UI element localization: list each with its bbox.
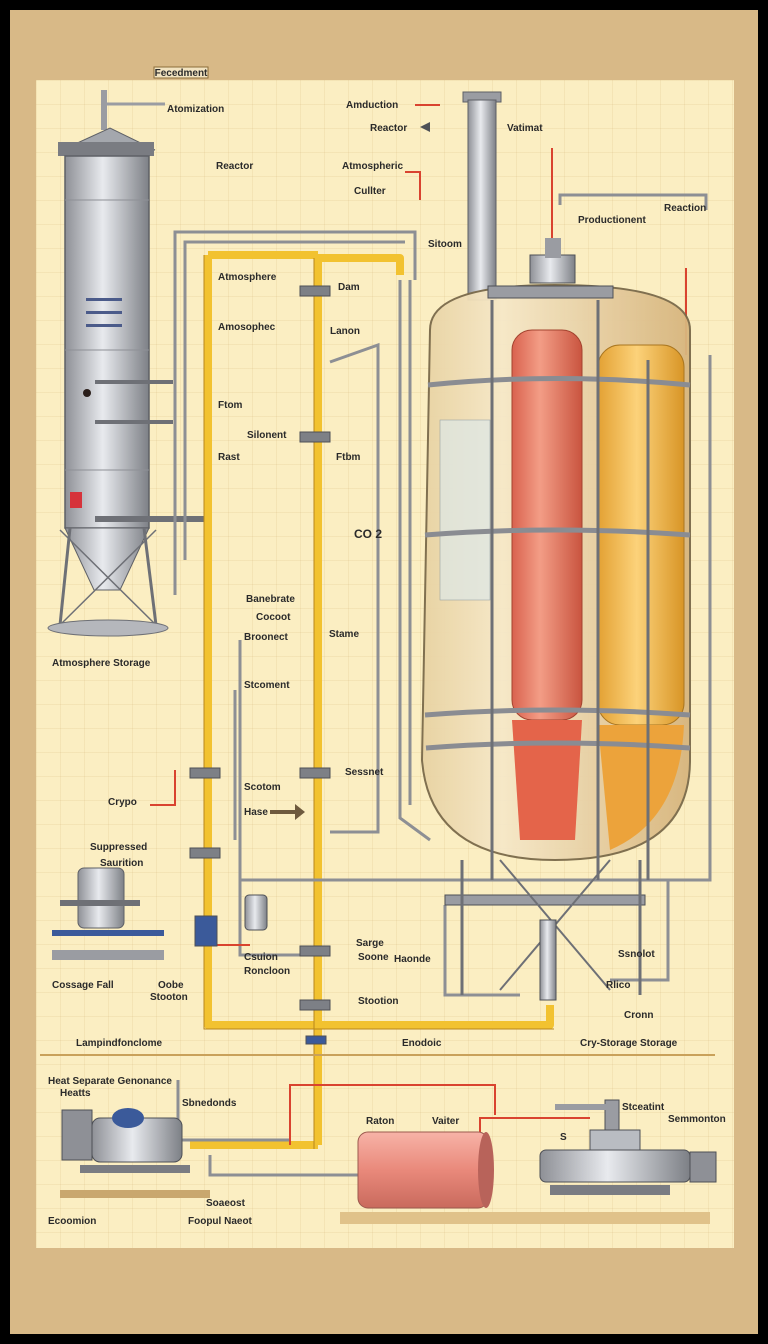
- label-heat-separate: Heat Separate Genonance: [48, 1076, 172, 1087]
- label-tower-top: Atomization: [167, 104, 224, 115]
- label-semmonton: Semmonton: [668, 1114, 726, 1125]
- title-tag-text: Fecedment: [155, 68, 208, 79]
- label-suppresented: Suppressed: [90, 842, 147, 853]
- label-co2: CO 2: [354, 527, 382, 541]
- pink-storage-tank: [340, 1131, 710, 1224]
- reactor-vessel: [420, 238, 691, 1001]
- yellow-pipe-network: [190, 251, 554, 1149]
- label-ftbm: Ftbm: [336, 452, 361, 463]
- label-ftom: Ftom: [218, 400, 243, 411]
- exhaust-stack: [462, 91, 502, 301]
- label-cossage-fall: Cossage Fall: [52, 980, 114, 991]
- label-hearth: Heatts: [60, 1088, 91, 1099]
- label-stceatint: Stceatint: [622, 1102, 665, 1113]
- pump-icon: [244, 894, 268, 931]
- label-production: Productionent: [578, 215, 646, 226]
- label-amduction: Amduction: [346, 100, 398, 111]
- pipe-flanges: [189, 285, 331, 1045]
- label-atmosphere-storage: Atmosphere Storage: [52, 658, 151, 669]
- arrow-left-icon: [420, 122, 430, 132]
- title-tag: [153, 66, 209, 79]
- label-oobe: Oobe: [158, 980, 184, 991]
- label-csuion: Csuion: [244, 952, 278, 963]
- label-cronn: Cronn: [624, 1010, 653, 1021]
- label-lampindfonctione: Lampindfonclome: [76, 1038, 163, 1049]
- label-banebrate: Banebrate: [246, 594, 295, 605]
- label-sbnedonds: Sbnedonds: [182, 1098, 237, 1109]
- label-lanon: Lanon: [330, 326, 360, 337]
- label-ssnolot: Ssnolot: [618, 949, 655, 960]
- label-stootion: Stootion: [358, 996, 399, 1007]
- label-amosphec: Amosophec: [218, 322, 276, 333]
- label-sessnet: Sessnet: [345, 767, 384, 778]
- label-stame: Stame: [329, 629, 359, 640]
- label-rest: Rast: [218, 452, 240, 463]
- label-stcomint: Stcoment: [244, 680, 290, 691]
- label-stooton: Stooton: [150, 992, 188, 1003]
- label-vaiter: Vaiter: [432, 1116, 459, 1127]
- label-reactor-arrow: Reactor: [370, 123, 407, 134]
- label-haonde: Haonde: [394, 954, 431, 965]
- label-sarge: Sarge: [356, 938, 384, 949]
- cossage-tank: [52, 867, 164, 960]
- red-signal-lines: [150, 104, 687, 1145]
- label-vatimat: Vatimat: [507, 123, 543, 134]
- transfer-pump: [539, 1099, 717, 1195]
- label-raton: Raton: [366, 1116, 394, 1127]
- label-atmospheric: Atmospheric: [342, 161, 404, 172]
- label-reaction: Reaction: [664, 203, 706, 214]
- label-soaeost: Soaeost: [206, 1198, 246, 1209]
- label-foopul-naeot: Foopul Naeot: [188, 1216, 253, 1227]
- label-reactor-left: Reactor: [216, 161, 253, 172]
- label-sitoom: Sitoom: [428, 239, 462, 250]
- heat-separator: [60, 1108, 210, 1198]
- label-atmosphere-pipe: Atmosphere: [218, 272, 277, 283]
- label-ecoomion: Ecoomion: [48, 1216, 96, 1227]
- label-cocoot: Cocoot: [256, 612, 291, 623]
- label-crypo: Crypo: [108, 797, 137, 808]
- arrow-right-icon: [270, 804, 305, 820]
- label-s-mark: S: [560, 1132, 567, 1143]
- label-cullter: Cullter: [354, 186, 386, 197]
- label-scotom: Scotom: [244, 782, 281, 793]
- label-silonent: Silonent: [247, 430, 287, 441]
- label-dam: Dam: [338, 282, 360, 293]
- label-rlico: Rlico: [606, 980, 630, 991]
- label-bronnect: Broonect: [244, 632, 289, 643]
- label-cryo-storage: Cry-Storage Storage: [580, 1038, 678, 1049]
- atmosphere-tower: [47, 90, 205, 637]
- label-hase: Hase: [244, 807, 268, 818]
- label-sarge-sub: Soone: [358, 952, 389, 963]
- label-sauriton: Saurition: [100, 858, 143, 869]
- label-enodoic: Enodoic: [402, 1038, 442, 1049]
- grey-pipe-network: [173, 193, 712, 1177]
- label-roncloon: Roncloon: [244, 966, 290, 977]
